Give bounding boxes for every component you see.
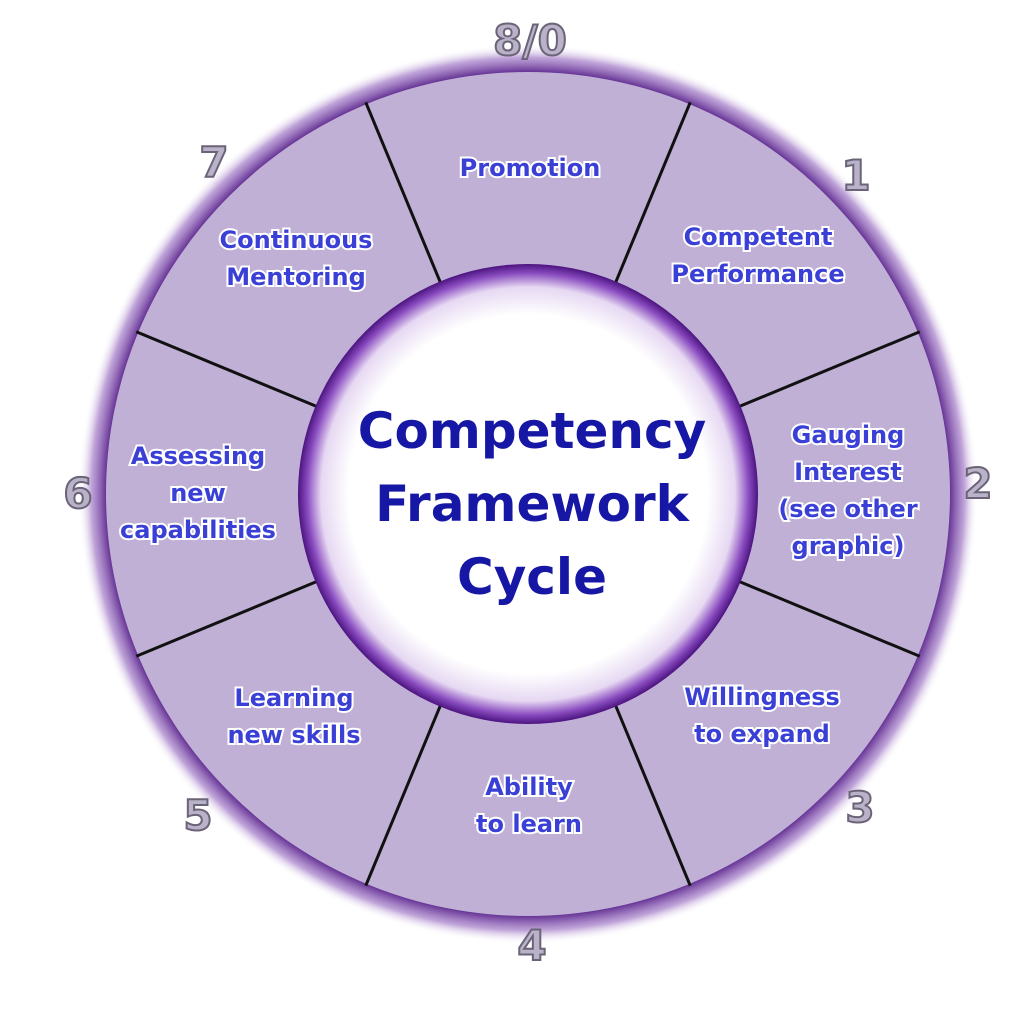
stage-label-0: Promotion [458,152,603,184]
stage-label-line: Promotion [460,154,601,182]
stage-label-5: Learning new skills [225,682,362,751]
stage-label-line: Learning [234,684,353,712]
stage-label-line: Ability [485,773,573,801]
segment-divider [364,101,443,286]
center-title-line-1: Competency [358,402,707,460]
stage-label-line: new skills [227,721,360,749]
stage-number-6: 6 [63,469,92,518]
stage-label-line: graphic) [792,532,905,560]
stage-label-4: Ability to learn [474,771,584,840]
stage-label-6: Assessing new capabilities [118,440,278,546]
stage-label-line: Continuous [220,226,373,254]
segment-dividers [135,101,921,887]
stage-label-line: new [170,479,226,507]
stage-number-3: 3 [845,783,874,832]
segment-divider [613,702,692,887]
stage-label-line: Willingness [684,683,840,711]
stage-label-line: capabilities [120,516,276,544]
stage-label-line: Gauging [792,421,905,449]
stage-label-line: Competent [684,223,833,251]
stage-label-line: (see other [778,495,917,523]
segment-divider [364,702,443,887]
stage-number-2: 2 [963,459,992,508]
stage-label-3: Willingness to expand [682,681,842,750]
stage-number-4: 4 [517,921,546,970]
stage-label-line: to learn [476,810,582,838]
stage-label-line: Assessing [131,442,265,470]
center-title-line-3: Cycle [457,548,607,606]
center-title-line-2: Framework [375,475,691,533]
segment-divider [135,330,320,409]
segment-divider [736,330,921,409]
segment-divider [135,579,320,658]
stage-number-5: 5 [183,791,212,840]
stage-numbers: 8/0 1 2 3 4 5 6 7 [62,15,993,971]
stage-number-1: 1 [841,151,870,200]
center-hole [298,264,758,724]
segment-divider [736,579,921,658]
stage-number-7: 7 [199,138,228,187]
segment-divider [613,101,692,286]
stage-label-line: to expand [694,720,830,748]
center-title: Competency Framework Cycle [358,402,707,606]
stage-label-line: Interest [794,458,902,486]
stage-labels: PromotionCompetentPerformanceGaugingInte… [118,152,920,840]
stage-label-line: Mentoring [226,263,366,291]
stage-label-line: Performance [671,260,844,288]
stage-number-0: 8/0 [493,16,567,65]
